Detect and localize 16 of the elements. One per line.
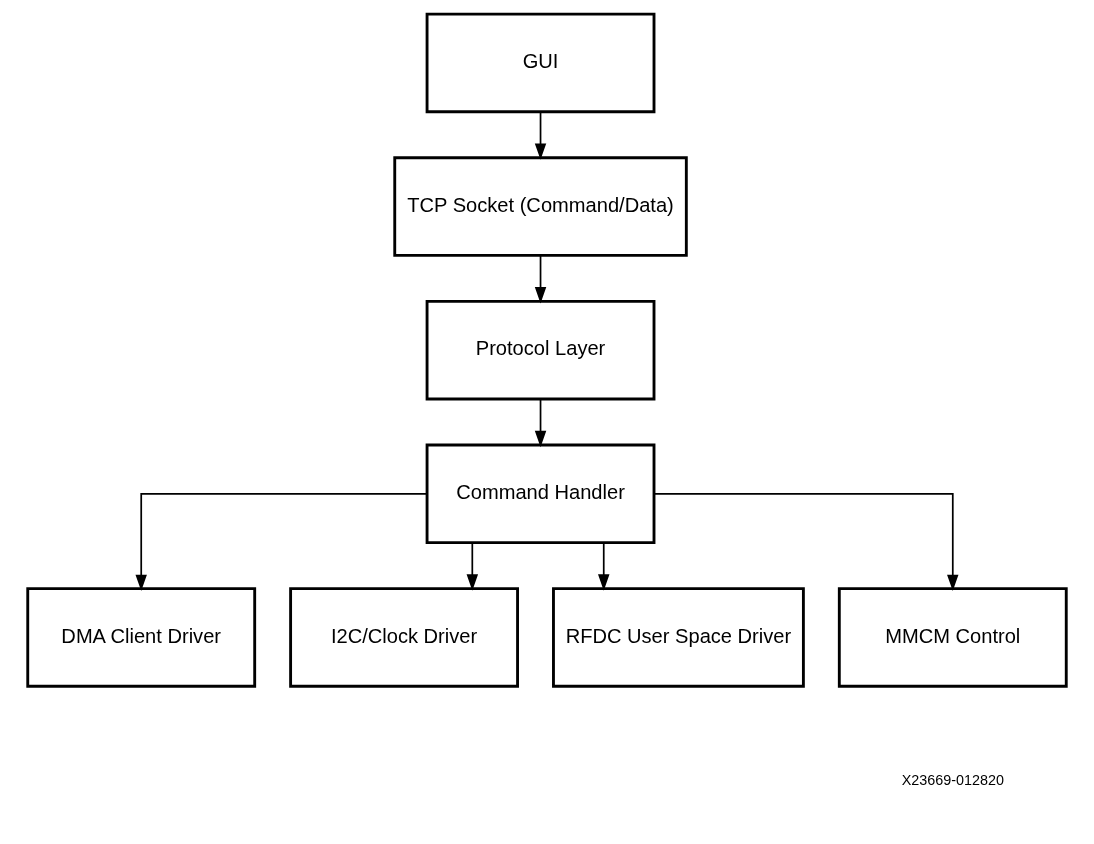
arrow xyxy=(534,254,547,304)
arrow xyxy=(135,492,428,592)
node-box: Command Handler xyxy=(425,443,656,545)
node-box: I2C/Clock Driver xyxy=(289,587,519,688)
arrow xyxy=(534,398,547,448)
arrow xyxy=(598,542,610,591)
node-box: RFDC User Space Driver xyxy=(552,587,805,688)
node-box: GUI xyxy=(425,12,656,114)
label: X23669-012820 xyxy=(901,771,1004,788)
arrow xyxy=(466,542,479,591)
node-box: MMCM Control xyxy=(837,587,1068,688)
node-box: Protocol Layer xyxy=(425,299,656,401)
node-box: TCP Socket (Command/Data) xyxy=(393,156,688,257)
arrow xyxy=(534,111,547,160)
node-box: DMA Client Driver xyxy=(26,587,257,688)
arrow xyxy=(653,492,959,592)
